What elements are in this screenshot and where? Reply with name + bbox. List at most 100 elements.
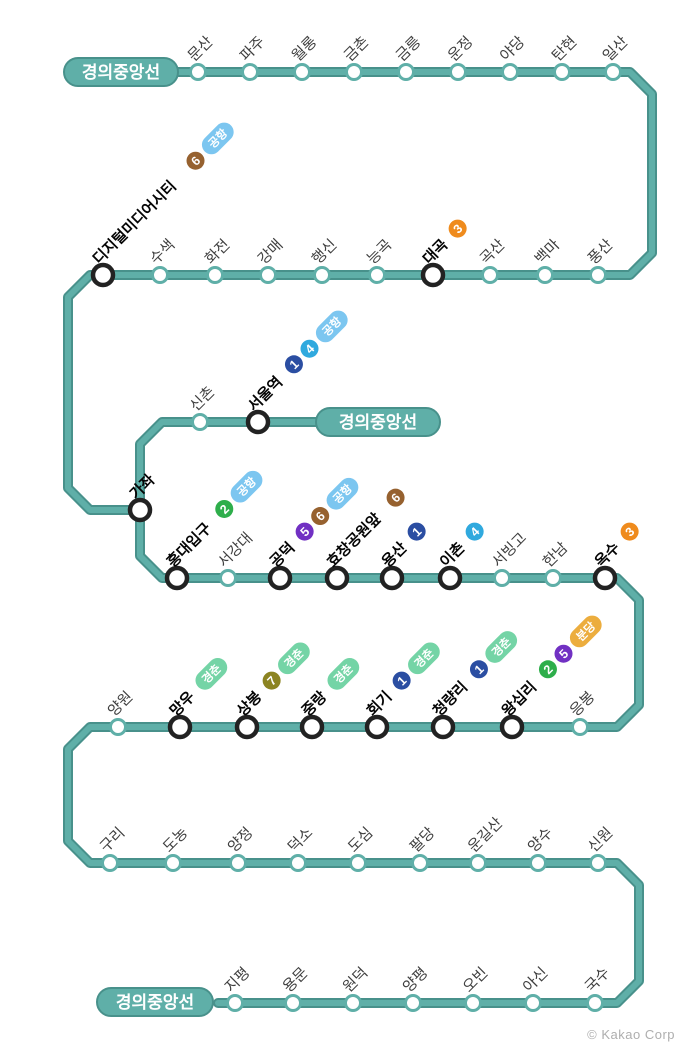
station-name-text: 행신 (309, 236, 341, 268)
station-옥수[interactable]: 옥수3 (591, 519, 643, 591)
station-marker[interactable] (368, 266, 386, 284)
station-name-text: 문산 (185, 33, 217, 65)
station-marker[interactable] (524, 994, 542, 1012)
transfer-station-marker[interactable] (267, 565, 293, 591)
transfer-station-marker[interactable] (167, 714, 193, 740)
station-marker[interactable] (101, 854, 119, 872)
station-이촌[interactable]: 이촌4 (436, 519, 488, 591)
transfer-station-marker[interactable] (234, 714, 260, 740)
station-label: 금촌 (341, 33, 373, 65)
station-marker[interactable] (571, 718, 589, 736)
station-가좌[interactable]: 가좌 (127, 471, 159, 523)
transfer-station-marker[interactable] (499, 714, 525, 740)
station-marker[interactable] (189, 63, 207, 81)
station-marker[interactable] (164, 854, 182, 872)
station-marker[interactable] (344, 994, 362, 1012)
transfer-station-marker[interactable] (299, 714, 325, 740)
station-label: 원덕 (340, 964, 372, 996)
station-marker[interactable] (536, 266, 554, 284)
station-label: 오빈 (460, 964, 492, 996)
station-name-text: 월롱 (289, 33, 321, 65)
station-name-text: 도심 (345, 824, 377, 856)
station-marker[interactable] (109, 718, 127, 736)
line-name-pill-text: 경의중앙선 (82, 63, 160, 82)
station-label: 화전 (202, 236, 234, 268)
station-marker[interactable] (151, 266, 169, 284)
station-marker[interactable] (604, 63, 622, 81)
station-label: 아신 (520, 964, 552, 996)
station-marker[interactable] (481, 266, 499, 284)
station-marker[interactable] (259, 266, 277, 284)
station-marker[interactable] (553, 63, 571, 81)
station-name-text: 공덕 (266, 539, 298, 571)
station-name-text: 풍산 (585, 236, 617, 268)
station-marker[interactable] (349, 854, 367, 872)
transfer-station-marker[interactable] (437, 565, 463, 591)
station-label: 월롱 (289, 33, 321, 65)
공항-line-badge-icon (201, 122, 234, 155)
station-name-text: 중랑 (298, 687, 330, 719)
station-marker[interactable] (589, 266, 607, 284)
station-label: 도심 (345, 824, 377, 856)
transfer-station-marker[interactable] (127, 497, 153, 523)
line-2-badge-icon (538, 660, 557, 679)
station-name-text: 강매 (255, 236, 287, 268)
transfer-station-marker[interactable] (420, 262, 446, 288)
station-label: 양수 (525, 824, 557, 856)
station-name-text: 운길산 (465, 814, 506, 855)
line-5-badge-icon (295, 522, 314, 541)
station-marker[interactable] (293, 63, 311, 81)
station-marker[interactable] (449, 63, 467, 81)
station-marker[interactable] (493, 569, 511, 587)
station-label: 덕소 (285, 824, 317, 856)
station-name-text: 이촌 (437, 539, 469, 571)
station-name-text: 파주 (237, 33, 269, 65)
station-marker[interactable] (589, 854, 607, 872)
station-marker[interactable] (241, 63, 259, 81)
station-marker[interactable] (229, 854, 247, 872)
station-marker[interactable] (469, 854, 487, 872)
line-1-badge-icon (469, 660, 488, 679)
station-marker[interactable] (284, 994, 302, 1012)
station-label: 야당 (497, 33, 529, 65)
station-marker[interactable] (289, 854, 307, 872)
station-marker[interactable] (544, 569, 562, 587)
transfer-station-marker[interactable] (90, 262, 116, 288)
station-marker[interactable] (501, 63, 519, 81)
station-marker[interactable] (345, 63, 363, 81)
station-marker[interactable] (404, 994, 422, 1012)
station-name-text: 효창공원앞 (323, 509, 385, 571)
station-marker[interactable] (397, 63, 415, 81)
line-name-pill-text: 경의중앙선 (339, 413, 417, 432)
station-name-text: 서울역 (245, 374, 286, 415)
line-name-pill-bg (96, 987, 214, 1017)
station-name-text: 대곡 (420, 236, 452, 268)
transfer-station-marker[interactable] (245, 409, 271, 435)
station-marker[interactable] (529, 854, 547, 872)
station-marker[interactable] (464, 994, 482, 1012)
station-marker[interactable] (586, 994, 604, 1012)
transfer-station-marker[interactable] (430, 714, 456, 740)
station-label: 금릉 (393, 33, 425, 65)
transfer-station-marker[interactable] (379, 565, 405, 591)
transfer-station-marker[interactable] (364, 714, 390, 740)
line-name-pill-bg (315, 407, 441, 437)
transfer-station-marker[interactable] (324, 565, 350, 591)
station-marker[interactable] (313, 266, 331, 284)
station-marker[interactable] (411, 854, 429, 872)
station-marker[interactable] (226, 994, 244, 1012)
station-marker[interactable] (219, 569, 237, 587)
station-name-text: 왕십리 (499, 679, 540, 720)
station-marker[interactable] (206, 266, 224, 284)
station-marker[interactable] (191, 413, 209, 431)
transfer-station-marker[interactable] (592, 565, 618, 591)
transfer-station-marker[interactable] (164, 565, 190, 591)
